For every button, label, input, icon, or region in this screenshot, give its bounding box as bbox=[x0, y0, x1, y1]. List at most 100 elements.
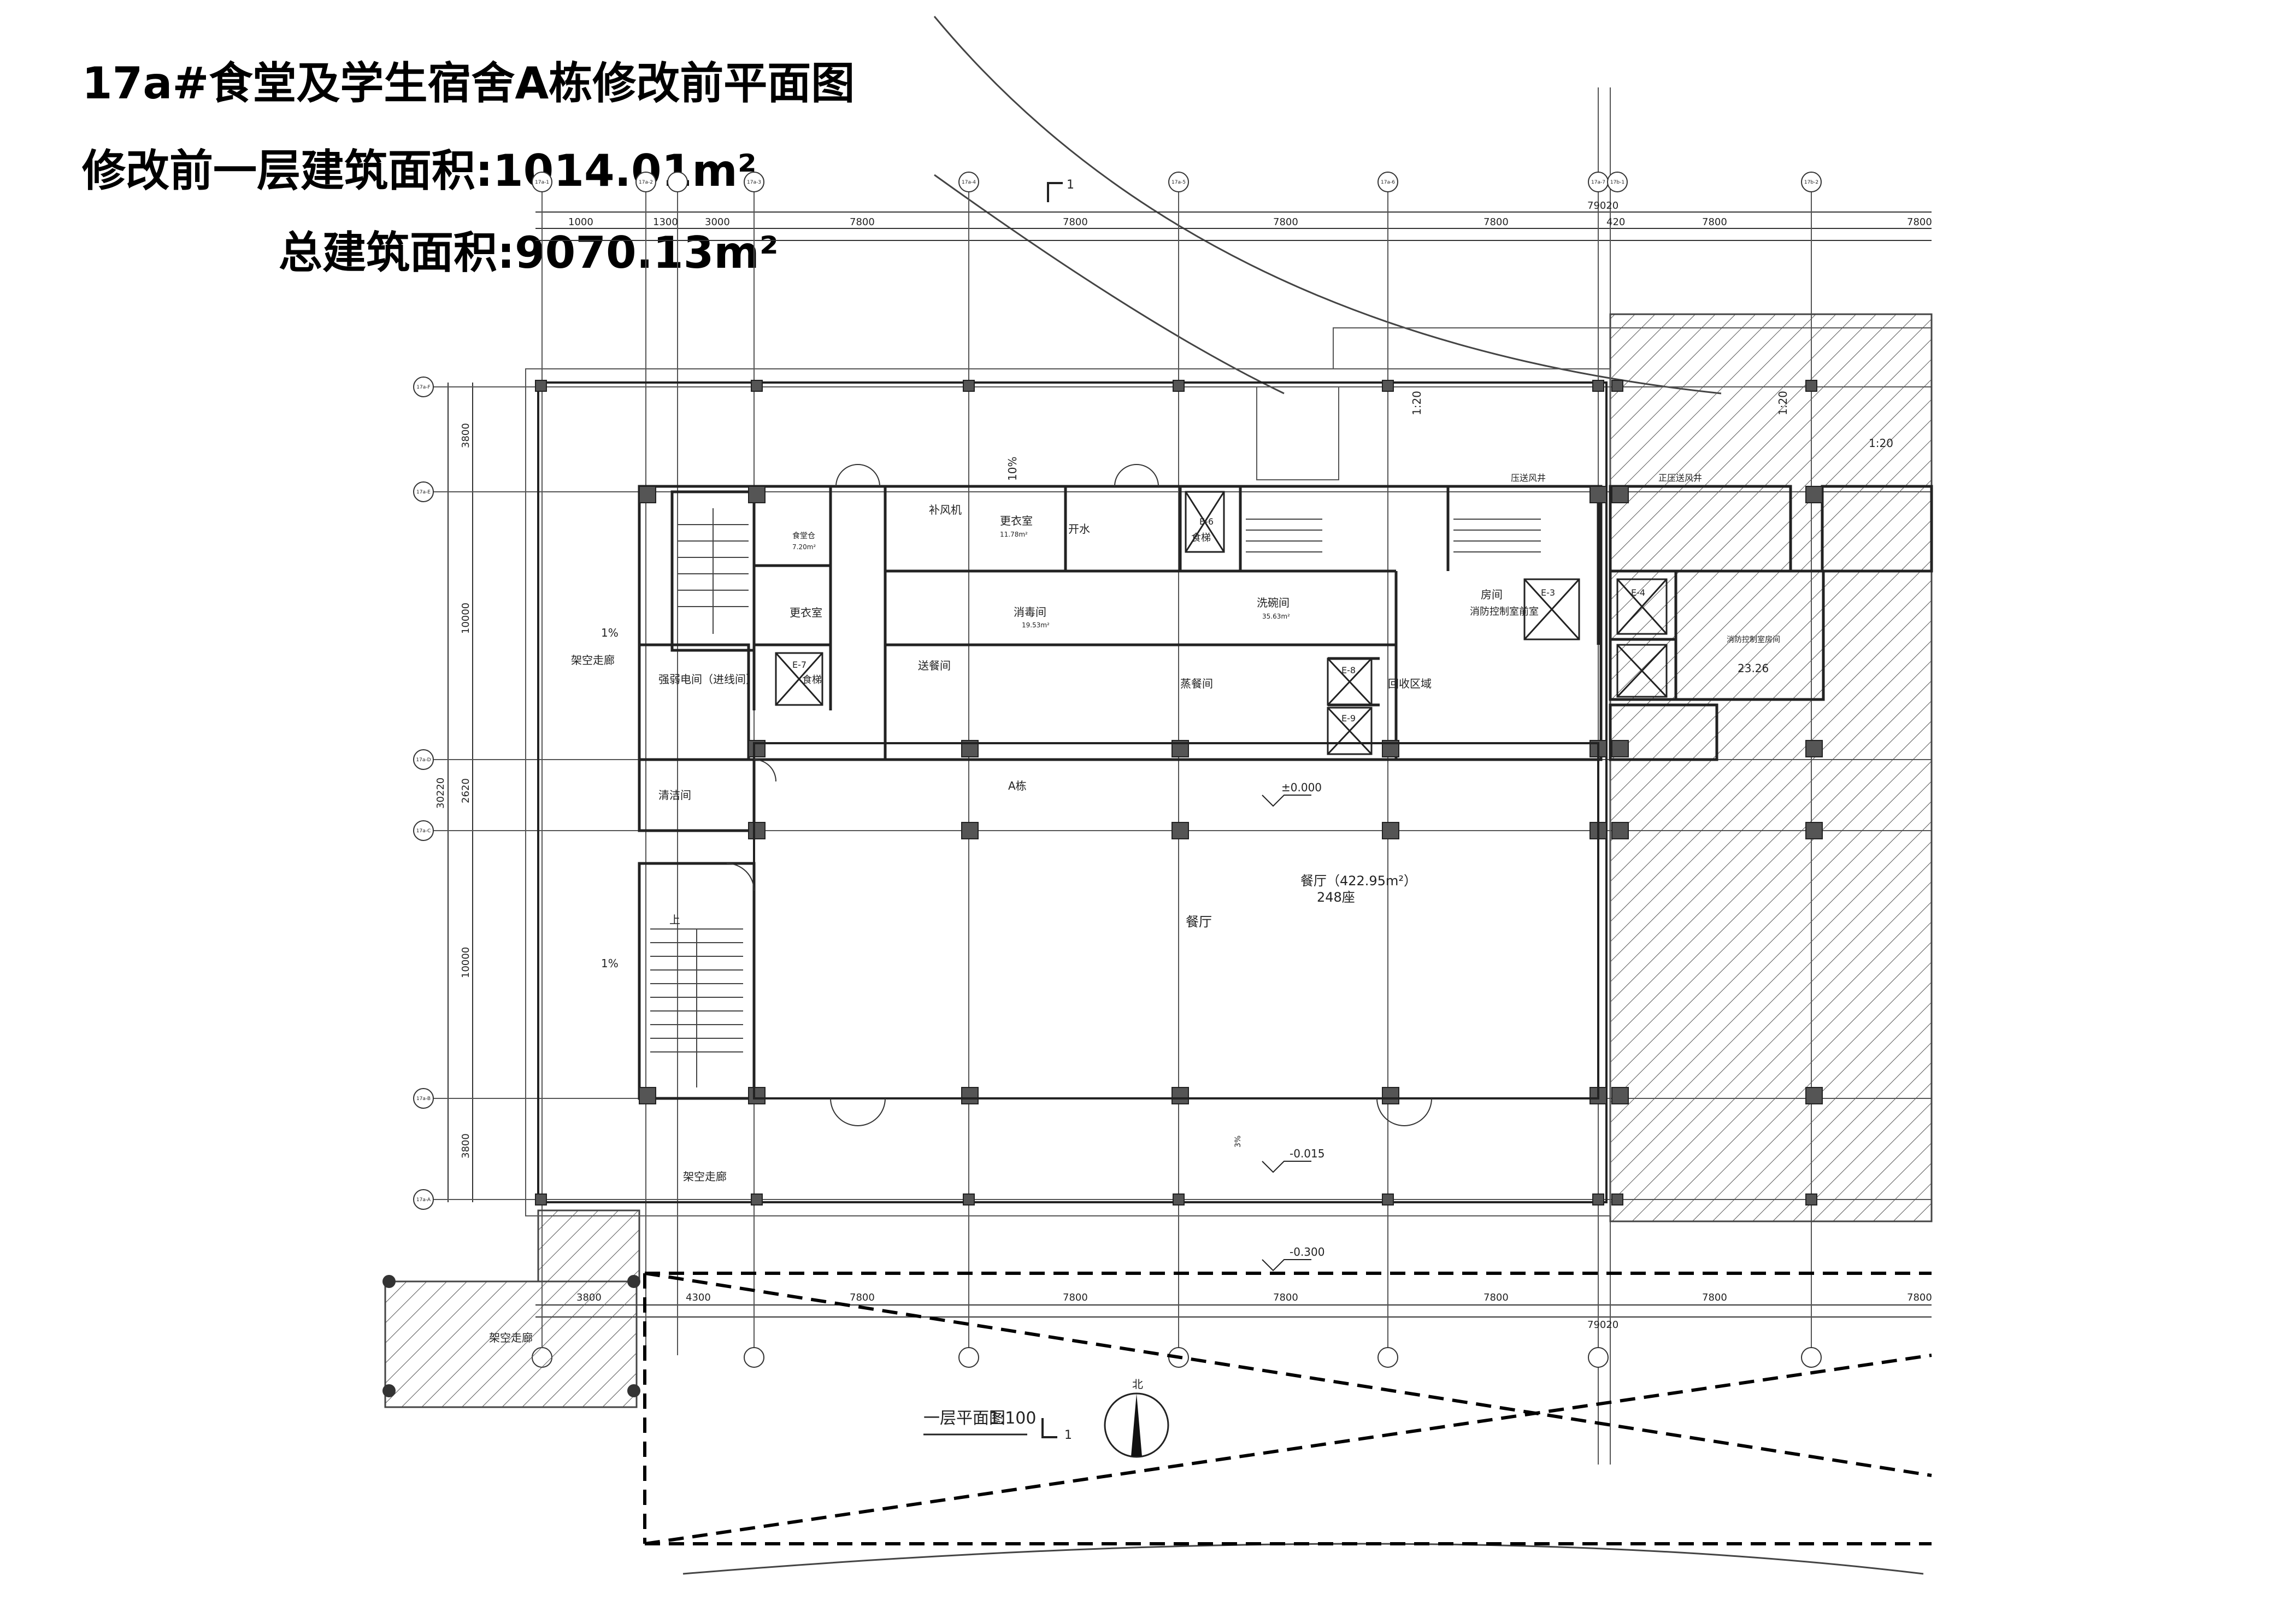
plan-scale: 1:100 bbox=[989, 1409, 1036, 1428]
room-serving: 蒸餐间 bbox=[1180, 677, 1213, 690]
axis-left-1: 17a-E bbox=[416, 490, 431, 495]
room-elevator-e6: E-6 bbox=[1199, 516, 1214, 527]
room-elevator-e6-label: 食梯 bbox=[1191, 532, 1211, 544]
site-arc-upper bbox=[933, 16, 1722, 395]
dim-bottom-1: 4300 bbox=[686, 1292, 711, 1303]
adjacent-building-hatch bbox=[1609, 313, 1933, 1222]
slope-ramp-2: 1:20 bbox=[1776, 391, 1789, 415]
axis-top-0: 17a-1 bbox=[535, 180, 549, 185]
stair-bottom bbox=[650, 928, 743, 1087]
room-elevator-e3: E-3 bbox=[1541, 587, 1555, 598]
room-fire-ctrl: 消防控制室前室 bbox=[1470, 606, 1539, 618]
drawing-title: 17a#食堂及学生宿舍A栋修改前平面图 bbox=[82, 58, 855, 109]
axis-top-4: 17a-5 bbox=[1171, 180, 1186, 185]
room-elevator-e8: E-8 bbox=[1341, 665, 1356, 675]
dim-top-3: 7800 bbox=[850, 216, 875, 228]
stair-top bbox=[678, 508, 749, 634]
corridor-posts bbox=[382, 1275, 640, 1397]
room-corridor-outside: 架空走廊 bbox=[489, 1331, 533, 1344]
dim-left-0: 3800 bbox=[460, 423, 472, 448]
room-fan: 压送风井 bbox=[1511, 473, 1546, 483]
building-outline bbox=[537, 381, 1608, 1203]
room-wash: 洗碗间 bbox=[1257, 596, 1290, 609]
room-dining-seats: 248座 bbox=[1317, 890, 1355, 905]
north-label: 北 bbox=[1132, 1378, 1143, 1391]
room-cleaning: 清洁间 bbox=[658, 789, 691, 802]
dim-top-0: 1000 bbox=[568, 216, 593, 228]
room-fire-room: 消防控制室房间 bbox=[1727, 635, 1780, 644]
room-power: 强弱电间（进线间） bbox=[658, 673, 757, 686]
north-arrow-needle bbox=[1131, 1393, 1142, 1456]
stair-middle bbox=[1246, 519, 1541, 552]
axis-top-6: 17a-7 bbox=[1591, 180, 1605, 185]
axis-left-4: 17a-B bbox=[416, 1096, 431, 1102]
room-food-area: 7.20m² bbox=[792, 543, 816, 551]
room-elevator-e9: E-9 bbox=[1341, 713, 1356, 724]
dim-top-5: 7800 bbox=[1273, 216, 1298, 228]
room-return: 回收区域 bbox=[1388, 677, 1432, 690]
dim-bottom-5: 7800 bbox=[1483, 1292, 1509, 1303]
dim-bottom-total: 79020 bbox=[1587, 1319, 1618, 1331]
room-dining: 餐厅 bbox=[1186, 914, 1212, 930]
section-number-bottom: 1 bbox=[1064, 1428, 1072, 1442]
room-stair-up: 上 bbox=[669, 913, 680, 926]
room-labels: 架空走廊 架空走廊 架空走廊 强弱电间（进线间） 清洁间 上 更衣室 食堂仓 7… bbox=[489, 473, 1780, 1344]
axis-top-5: 17a-6 bbox=[1381, 180, 1395, 185]
room-locker-3-area: 11.78m² bbox=[1000, 531, 1028, 538]
slope-ramp-3: 1:20 bbox=[1869, 437, 1893, 450]
dimension-texts-left: 3800 10000 2620 10000 3800 30220 bbox=[435, 423, 472, 1159]
dim-top-7: 420 bbox=[1606, 216, 1625, 228]
axis-top-2: 17a-3 bbox=[747, 180, 761, 185]
kitchen-walls bbox=[638, 485, 1603, 761]
room-disinfect: 消毒间 bbox=[1014, 605, 1046, 619]
room-locker-1: 更衣室 bbox=[790, 606, 822, 619]
dining-hall bbox=[753, 742, 1599, 1099]
axis-left-0: 17a-F bbox=[416, 385, 430, 390]
outside-corridor-hatch bbox=[384, 1280, 638, 1408]
room-locker-3: 更衣室 bbox=[1000, 514, 1033, 527]
room-food: 食堂仓 bbox=[792, 531, 815, 540]
dim-top-total: 79020 bbox=[1587, 200, 1618, 211]
dim-top-2: 3000 bbox=[705, 216, 730, 228]
dim-top-4: 7800 bbox=[1063, 216, 1088, 228]
room-disinfect-area: 19.53m² bbox=[1022, 621, 1050, 629]
section-mark-top bbox=[1047, 182, 1063, 202]
room-wash-area: 35.63m² bbox=[1262, 613, 1290, 620]
slope-ramp: 1:20 bbox=[1410, 391, 1423, 415]
slope-top: 1% bbox=[601, 626, 619, 639]
dim-left-2: 2620 bbox=[460, 778, 472, 803]
dim-top-1: 1300 bbox=[653, 216, 678, 228]
room-fan-2: 正压送风井 bbox=[1658, 473, 1702, 483]
structural-columns bbox=[535, 380, 1823, 1206]
level-floor: ±0.000 bbox=[1281, 781, 1322, 794]
dim-bottom-7: 7800 bbox=[1907, 1292, 1932, 1303]
slope-ramp-4: 10% bbox=[1006, 457, 1019, 481]
level-texts: ±0.000 -0.015 -0.300 1% 1% 1:20 1:20 1:2… bbox=[601, 391, 1893, 1259]
section-number-top: 1 bbox=[1067, 178, 1074, 192]
dim-bottom-0: 3800 bbox=[576, 1292, 602, 1303]
level-markers bbox=[1262, 795, 1311, 1272]
dim-left-total: 30220 bbox=[435, 778, 446, 809]
corner-hatch bbox=[537, 1209, 640, 1283]
room-dining-area: 餐厅（422.95m²） bbox=[1300, 873, 1417, 889]
total-area: 总建筑面积:9070.13m² bbox=[279, 227, 779, 278]
room-corridor-top: 架空走廊 bbox=[571, 654, 615, 667]
dim-top-8: 7800 bbox=[1702, 216, 1727, 228]
level-ground: -0.300 bbox=[1290, 1245, 1324, 1259]
axis-bubbles-top bbox=[532, 172, 1822, 192]
dimension-texts: 1000 1300 3000 7800 7800 7800 7800 420 7… bbox=[568, 200, 1932, 1331]
site-boundary-dashed bbox=[643, 1272, 1932, 1545]
slope-mid: 1% bbox=[601, 957, 619, 970]
section-mark-bottom bbox=[1041, 1418, 1057, 1438]
axis-bubbles-left bbox=[413, 377, 434, 1210]
dim-left-3: 10000 bbox=[460, 947, 472, 978]
room-food-bag: 补风机 bbox=[929, 503, 962, 516]
site-arc-lower bbox=[934, 174, 1285, 395]
axis-left-5: 17a-A bbox=[416, 1197, 431, 1203]
room-room: 房间 bbox=[1481, 588, 1503, 601]
dim-left-4: 3800 bbox=[460, 1133, 472, 1159]
level-outside: -0.015 bbox=[1290, 1147, 1324, 1160]
axis-top-3: 17a-4 bbox=[962, 180, 976, 185]
dim-left-1: 10000 bbox=[460, 603, 472, 634]
room-corridor-bottom: 架空走廊 bbox=[683, 1170, 727, 1183]
